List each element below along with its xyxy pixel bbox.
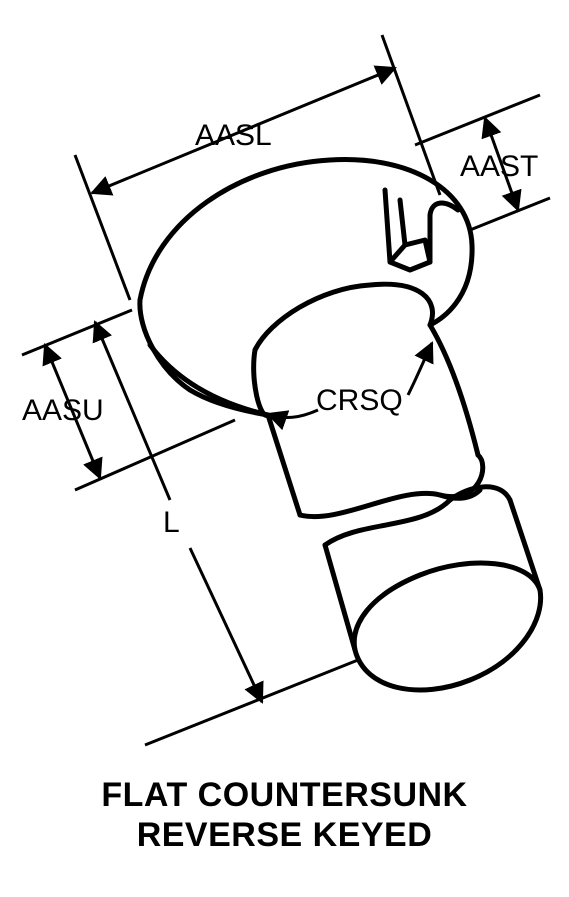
label-aasl: AASL (195, 119, 272, 152)
label-aast: AAST (460, 150, 538, 183)
l-dimension-lower (188, 547, 264, 704)
shank-lower-right (507, 497, 543, 593)
aasu-extension-top (21, 308, 133, 357)
aast-dimension (481, 116, 522, 212)
aasu-extension-bottom (74, 418, 236, 492)
caption-line-1: FLAT COUNTERSUNK (101, 776, 468, 814)
l-dimension-upper (92, 320, 172, 501)
label-crsq: CRSQ (316, 384, 403, 417)
head-slot (382, 187, 461, 273)
head-slot-inner (387, 237, 433, 265)
label-l: L (163, 506, 180, 539)
label-aasu: AASU (22, 394, 104, 427)
aasl-dimension (90, 65, 397, 196)
aasu-dimension (42, 343, 103, 480)
l-extension-bottom (144, 658, 359, 747)
head-rim-inner (147, 342, 271, 418)
head-slot-wall (397, 197, 408, 248)
head-underside (252, 281, 435, 353)
caption-line-2: REVERSE KEYED (136, 816, 433, 854)
dimension-lines (21, 34, 551, 747)
shank-left-edge (251, 347, 303, 518)
shank-break-crease (437, 487, 483, 501)
shank-lower-left (322, 542, 358, 653)
crsq-leader-right (406, 341, 434, 396)
screw-outline (137, 157, 544, 693)
aasl-extension-right (380, 34, 442, 196)
aasl-extension-left (73, 154, 132, 301)
shank-break-bottom (322, 484, 513, 548)
aast-extension-top (414, 93, 541, 147)
crsq-leader-left (266, 408, 319, 431)
aast-extension-bottom (469, 196, 551, 232)
dimension-labels: AASL AAST AASU CRSQ L (22, 119, 538, 539)
shank-right-edge (427, 322, 481, 458)
shank-break-top (297, 452, 486, 519)
shank-end (351, 560, 544, 693)
